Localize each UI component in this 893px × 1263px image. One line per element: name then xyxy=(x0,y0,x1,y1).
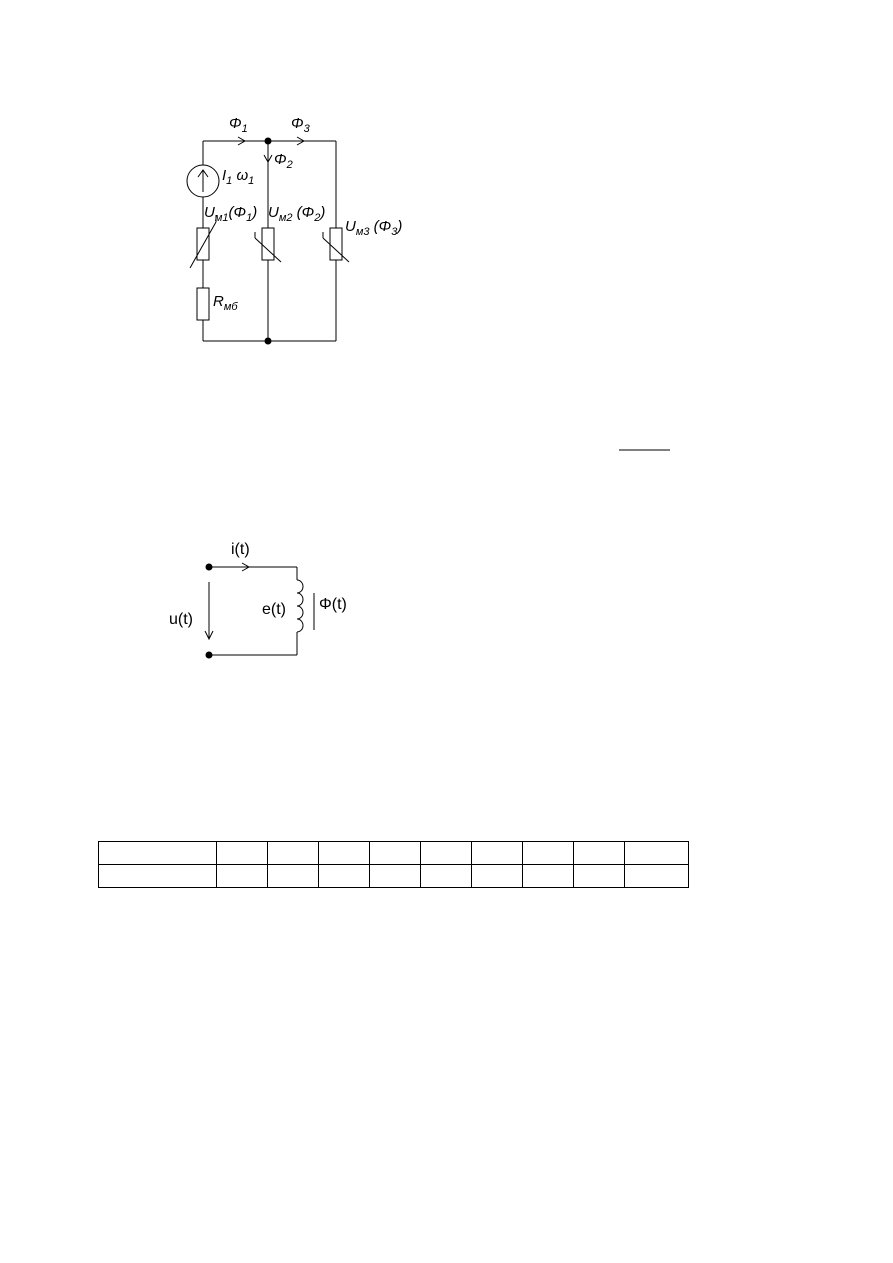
coil-icon xyxy=(296,579,304,633)
rmb-label: Rмб xyxy=(213,293,238,313)
table-cell xyxy=(522,864,574,888)
table-cell xyxy=(573,841,625,865)
table-cell xyxy=(522,841,574,865)
emf-label: e(t) xyxy=(262,601,286,618)
table-cell xyxy=(471,841,523,865)
nonlinear-resistor-2-icon xyxy=(254,227,282,263)
flux2-label: Φ2 xyxy=(274,151,293,171)
um2-label: Uм2 (Φ2) xyxy=(268,204,325,224)
coil-circuit: i(t) u(t) e(t) Φ(t) xyxy=(169,541,347,659)
um1-label: Uм1(Φ1) xyxy=(204,204,257,224)
mmf-source-label: I1 ω1 xyxy=(222,167,254,187)
flux2-arrow-icon xyxy=(263,154,273,164)
table-cell xyxy=(420,841,472,865)
data-table xyxy=(98,841,689,888)
flux1-arrow-icon xyxy=(237,136,247,146)
table-cell xyxy=(318,841,370,865)
flux3-arrow-icon xyxy=(296,136,306,146)
linear-resistor-icon xyxy=(196,287,210,321)
table-cell xyxy=(624,864,689,888)
table-cell xyxy=(98,841,217,865)
flux-label: Φ(t) xyxy=(319,596,347,613)
nonlinear-resistor-1-icon xyxy=(189,215,217,269)
table-cell xyxy=(216,841,268,865)
table-cell xyxy=(318,864,370,888)
bottom-node xyxy=(264,337,272,345)
table-cell xyxy=(216,864,268,888)
voltage-arrow-icon xyxy=(204,630,214,641)
magnetic-circuit: Φ1 Φ3 Φ2 I1 ω1 Uм1(Φ1) Uм2 (Φ2) Uм3 (Φ3) xyxy=(186,115,402,345)
table-cell xyxy=(267,864,319,888)
um3-label: Uм3 (Φ3) xyxy=(345,218,402,238)
table-cell xyxy=(420,864,472,888)
table-row xyxy=(98,841,689,865)
nonlinear-resistor-3-icon xyxy=(322,227,350,263)
terminal-bottom xyxy=(205,651,213,659)
table-cell xyxy=(573,864,625,888)
table-cell xyxy=(369,841,421,865)
current-arrow-icon xyxy=(241,562,251,572)
table-cell xyxy=(267,841,319,865)
flux1-label: Φ1 xyxy=(229,115,248,135)
voltage-label: u(t) xyxy=(169,611,193,628)
table-cell xyxy=(471,864,523,888)
table-cell xyxy=(98,864,217,888)
table-cell xyxy=(624,841,689,865)
source-arrow-head-icon xyxy=(197,169,209,178)
table-cell xyxy=(369,864,421,888)
flux3-label: Φ3 xyxy=(291,115,311,135)
table-row xyxy=(98,864,689,888)
terminal-top xyxy=(205,563,213,571)
current-label: i(t) xyxy=(231,541,250,558)
top-node xyxy=(264,137,272,145)
